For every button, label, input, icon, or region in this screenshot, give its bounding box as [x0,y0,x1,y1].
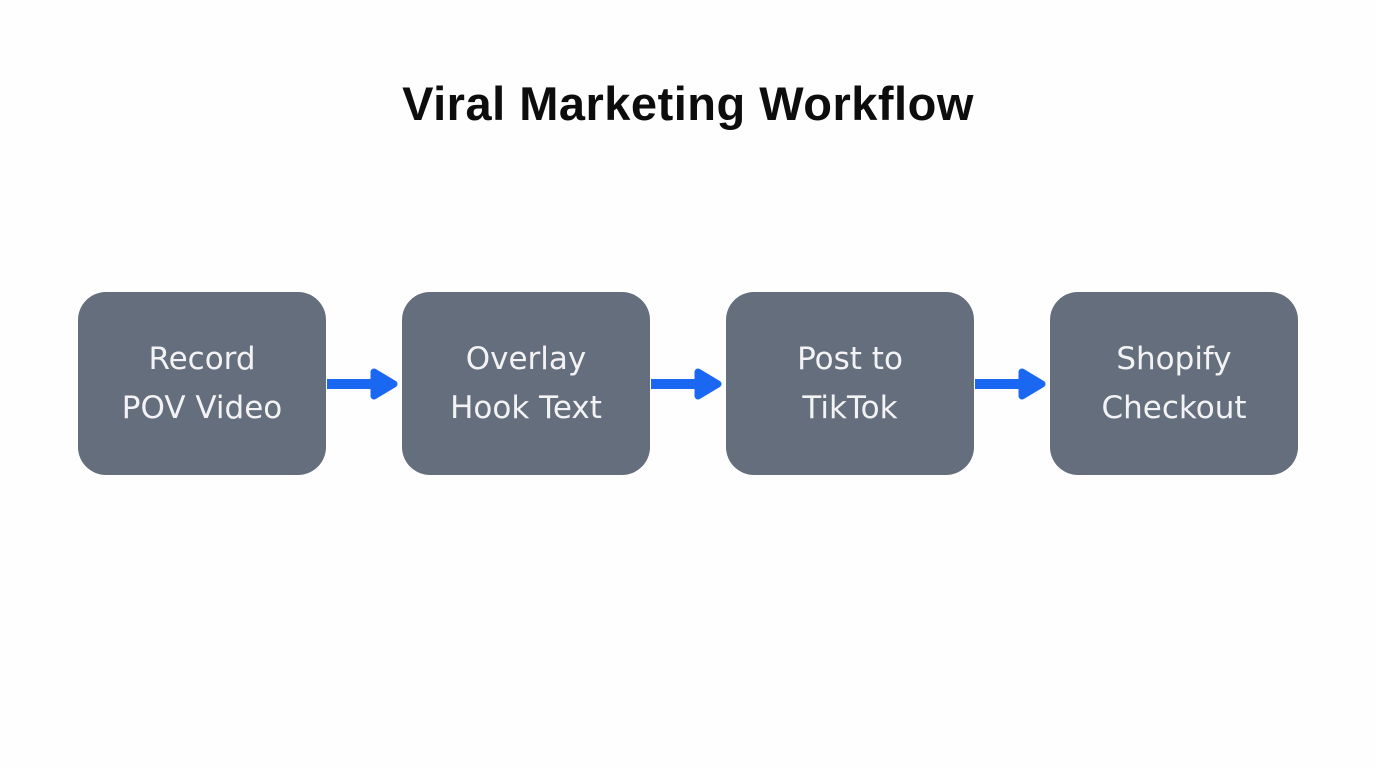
step-record-pov-video: Record POV Video [78,292,326,475]
step-shopify-checkout: Shopify Checkout [1050,292,1298,475]
step-label-line: Record [148,340,256,377]
step-label-line: Checkout [1101,389,1247,426]
step-overlay-hook-text: Overlay Hook Text [402,292,650,475]
step-label-line: TikTok [802,389,898,426]
arrow-right-icon [651,368,722,399]
workflow-row: Record POV Video Overlay Hook Text Post … [0,292,1376,475]
step-post-to-tiktok: Post to TikTok [726,292,974,475]
connector-2 [650,364,726,404]
step-label-line: Post to [797,340,903,377]
step-label-line: Overlay [465,340,587,377]
step-label-line: Shopify [1116,340,1232,377]
diagram-title: Viral Marketing Workflow [402,77,974,130]
connector-3 [974,364,1050,404]
connector-1 [326,364,402,404]
step-label-line: Hook Text [450,389,602,426]
step-label-line: POV Video [121,389,283,426]
arrow-right-icon [327,368,398,399]
arrow-right-icon [975,368,1046,399]
